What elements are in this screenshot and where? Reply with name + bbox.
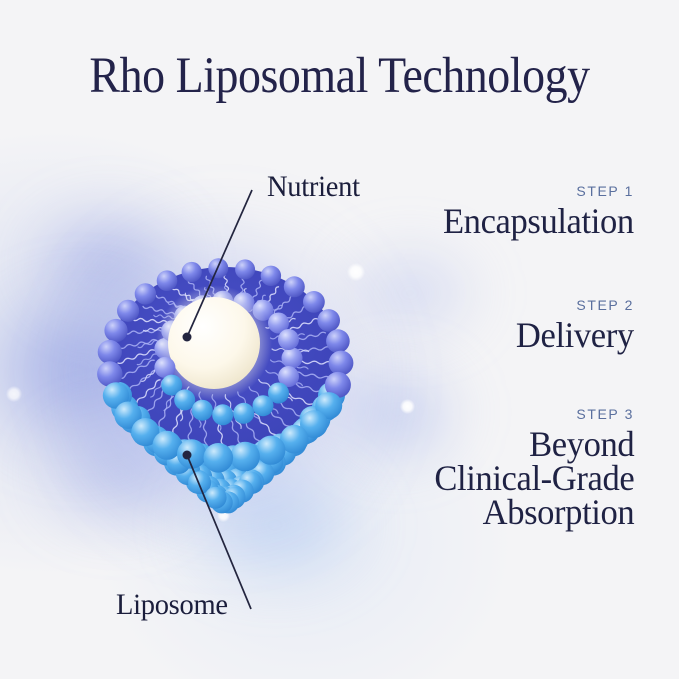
step-number: STEP 2 bbox=[576, 297, 634, 313]
sparkle-dot bbox=[347, 263, 365, 281]
step-block-delivery: STEP 2 Delivery bbox=[511, 297, 634, 355]
liposome-pointer-dot bbox=[182, 450, 192, 460]
step-title: Encapsulation bbox=[443, 201, 634, 241]
step-number: STEP 3 bbox=[576, 406, 634, 422]
nutrient-sphere bbox=[156, 285, 272, 401]
step-block-encapsulation: STEP 1 Encapsulation bbox=[435, 183, 634, 241]
page-title: Rho Liposomal Technology bbox=[89, 48, 590, 104]
liposome-label: Liposome bbox=[116, 588, 228, 621]
liposome-inner-ring-front bbox=[154, 356, 299, 426]
sparkle-dot bbox=[400, 399, 415, 414]
liposome-outer-ring bbox=[97, 258, 354, 473]
nutrient-pointer-dot bbox=[182, 332, 192, 342]
sparkle-dot bbox=[6, 386, 22, 402]
liposome-pointer-line bbox=[186, 454, 252, 610]
nutrient-pointer-line bbox=[186, 189, 253, 338]
step-title: Beyond Clinical-Grade Absorption bbox=[434, 424, 634, 533]
pointer-lines bbox=[182, 189, 253, 610]
step-number: STEP 1 bbox=[576, 183, 634, 199]
nutrient-label: Nutrient bbox=[267, 170, 360, 203]
step-block-absorption: STEP 3 Beyond Clinical-Grade Absorption bbox=[426, 407, 634, 530]
step-title: Delivery bbox=[516, 315, 634, 355]
